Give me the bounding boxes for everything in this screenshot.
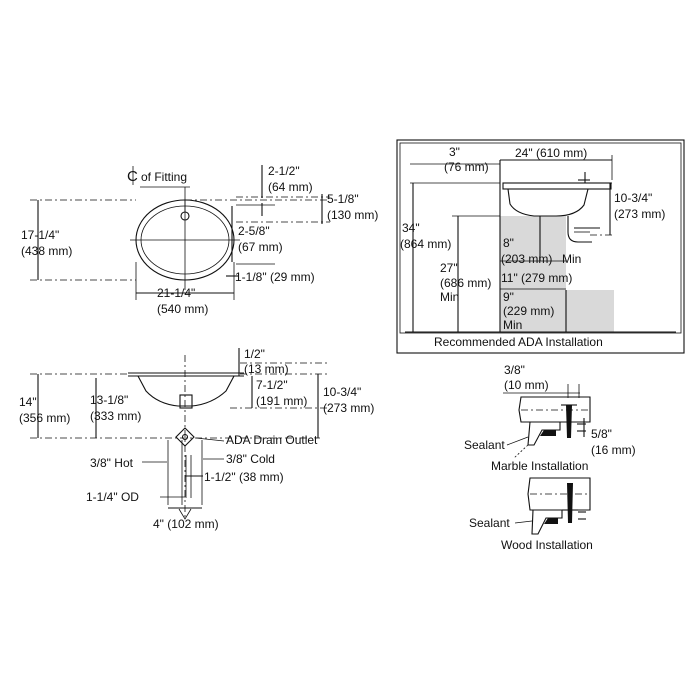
marble-countertop <box>518 396 591 423</box>
side-dim-14-mm: (356 mm) <box>19 411 70 425</box>
ada-dim-9-min: Min <box>503 318 522 332</box>
top-dim-5-1-8-mm: (130 mm) <box>327 208 378 222</box>
ada-frame-outer <box>396 139 685 354</box>
side-dim-10-3-4-mm: (273 mm) <box>323 401 374 415</box>
side-dim-7-1-2-in: 7-1/2" <box>256 378 288 392</box>
top-dim-2-1-2-in: 2-1/2" <box>268 164 300 178</box>
wood-caption: Wood Installation <box>501 538 593 552</box>
marble-caption: Marble Installation <box>491 459 588 473</box>
side-dim-4: 4" (102 mm) <box>153 517 219 531</box>
ada-basin <box>507 188 589 217</box>
ada-dim-10-3-4-in: 10-3/4" <box>614 191 652 205</box>
ada-dim-3-mm: (76 mm) <box>444 160 489 174</box>
basin-side-profile <box>137 375 235 407</box>
marble-anchor-bolt <box>566 405 572 438</box>
wood-sealant-label: Sealant <box>469 516 510 530</box>
top-dim-21-1-4-mm: (540 mm) <box>157 302 208 316</box>
trap <box>567 216 600 243</box>
side-dim-1-2-mm: (13 mm) <box>244 362 289 376</box>
ada-dim-9-mm: (229 mm) <box>503 304 554 318</box>
ada-installation: 3" (76 mm) 24" (610 mm) 10-3/4" (273 mm)… <box>396 139 685 354</box>
ada-dim-8-in: 8" <box>503 236 514 250</box>
ada-dim-24: 24" (610 mm) <box>515 146 587 160</box>
svg-text:C: C <box>127 168 138 185</box>
ada-dim-9-in: 9" <box>503 290 514 304</box>
marble-dim-5-8-mm: (16 mm) <box>591 443 636 457</box>
side-dim-10-3-4-in: 10-3/4" <box>323 385 361 399</box>
centerline-symbol: C <box>127 166 138 185</box>
side-view: 1/2" (13 mm) 7-1/2" (191 mm) 10-3/4" (27… <box>19 347 374 531</box>
top-dim-17-1-4-mm: (438 mm) <box>21 244 72 258</box>
ada-dim-8-min: Min <box>562 252 581 266</box>
ada-drain-outlet-label: ADA Drain Outlet <box>226 433 318 447</box>
top-dim-2-5-8-mm: (67 mm) <box>238 240 283 254</box>
countertop <box>502 182 612 190</box>
ada-dim-8-mm: (203 mm) <box>501 252 552 266</box>
ada-dim-11: 11" (279 mm) <box>501 271 572 285</box>
ada-dim-27-mm: (686 mm) <box>440 276 491 290</box>
ada-dim-34-mm: (864 mm) <box>400 237 451 251</box>
top-dim-1-1-8: 1-1/8" (29 mm) <box>235 270 315 284</box>
ada-dim-34-in: 34" <box>402 221 420 235</box>
wood-basin-flange <box>531 509 563 535</box>
marble-dim-3-8-in: 3/8" <box>504 363 525 377</box>
marble-dim-3-8-mm: (10 mm) <box>504 378 549 392</box>
wood-anchor-bolt <box>567 483 573 523</box>
side-dim-7-1-2-mm: (191 mm) <box>256 394 307 408</box>
marble-sealant <box>540 430 556 436</box>
od-label: 1-1/4" OD <box>86 490 139 504</box>
side-dim-1-1-2: 1-1/2" (38 mm) <box>204 470 284 484</box>
marble-sealant-label: Sealant <box>464 438 505 452</box>
hot-supply-label: 3/8" Hot <box>90 456 134 470</box>
top-dim-21-1-4-in: 21-1/4" <box>157 286 195 300</box>
top-dim-2-5-8-in: 2-5/8" <box>238 224 270 238</box>
ada-frame-inner <box>399 142 682 334</box>
top-view: C of Fitting 2-1/2" (64 mm) 5-1/8" (130 … <box>21 164 378 316</box>
side-dim-13-1-8-mm: (333 mm) <box>90 409 141 423</box>
top-dim-2-1-2-mm: (64 mm) <box>268 180 313 194</box>
drain-body <box>179 394 193 409</box>
wood-sealant <box>544 518 558 524</box>
knee-clearance-area <box>500 216 566 332</box>
side-dim-14-in: 14" <box>19 395 37 409</box>
ada-dim-10-3-4-mm: (273 mm) <box>614 207 665 221</box>
wood-installation: Sealant Wood Installation <box>469 477 593 552</box>
marble-dim-5-8-in: 5/8" <box>591 427 612 441</box>
ada-caption: Recommended ADA Installation <box>434 335 603 349</box>
marble-installation: 3/8" (10 mm) Sealant 5/8" (16 mm) Marble… <box>464 363 636 473</box>
side-dim-13-1-8-in: 13-1/8" <box>90 393 128 407</box>
ada-dim-27-min: Min <box>440 290 459 304</box>
drain-outlet-symbol <box>175 427 195 447</box>
toe-clearance-area <box>566 290 614 332</box>
top-dim-17-1-4-in: 17-1/4" <box>21 228 59 242</box>
side-dim-1-2-in: 1/2" <box>244 347 265 361</box>
cold-supply-label: 3/8" Cold <box>226 452 275 466</box>
centerline-label: of Fitting <box>141 170 187 184</box>
top-dim-5-1-8-in: 5-1/8" <box>327 192 359 206</box>
ada-dim-27-in: 27" <box>440 261 458 275</box>
ada-dim-3-in: 3" <box>449 145 460 159</box>
